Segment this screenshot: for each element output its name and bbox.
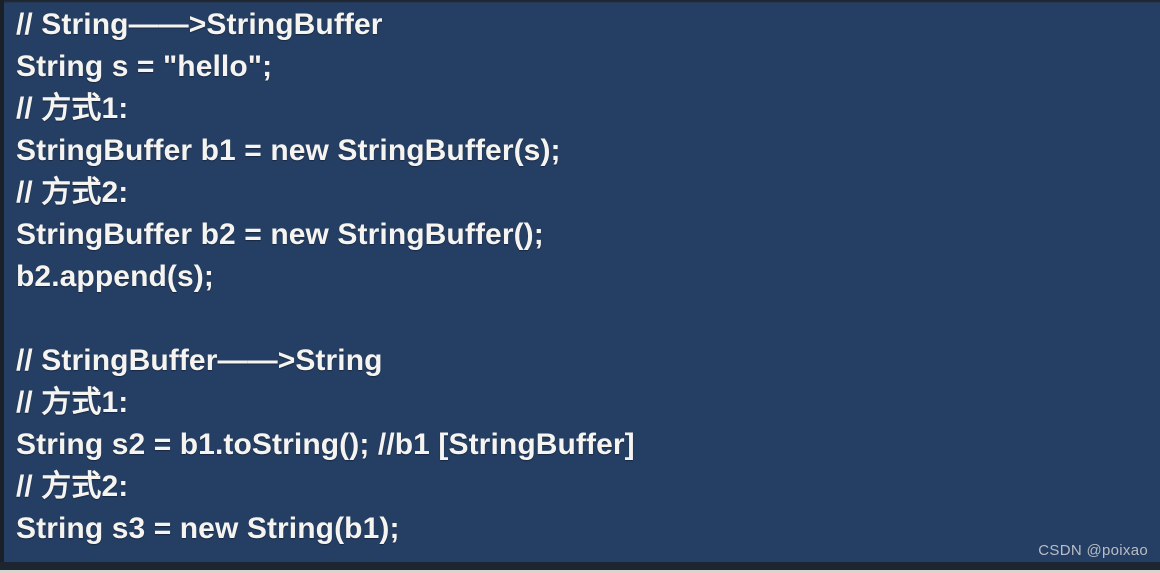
code-line: // 方式1: [16, 92, 129, 125]
code-line: StringBuffer b1 = new StringBuffer(s); [16, 134, 561, 167]
code-line: String s2 = b1.toString(); //b1 [StringB… [16, 428, 635, 461]
code-line: // 方式2: [16, 470, 129, 503]
code-line: // 方式1: [16, 386, 129, 419]
frame-bottom-dark-edge [0, 562, 1160, 570]
csdn-watermark: CSDN @poixao [1038, 542, 1148, 559]
code-line-blank [16, 298, 1160, 340]
code-line: // 方式2: [16, 176, 129, 209]
frame-left-edge [0, 0, 4, 573]
code-line: b2.append(s); [16, 260, 214, 293]
code-line: StringBuffer b2 = new StringBuffer(); [16, 218, 544, 251]
code-line: String s3 = new String(b1); [16, 512, 400, 545]
code-line: // StringBuffer——>String [16, 344, 383, 377]
code-line: // String——>StringBuffer [16, 8, 383, 41]
frame-bottom-light-edge [0, 570, 1160, 573]
code-line: String s = "hello"; [16, 50, 273, 83]
frame-top-edge [0, 0, 1160, 3]
